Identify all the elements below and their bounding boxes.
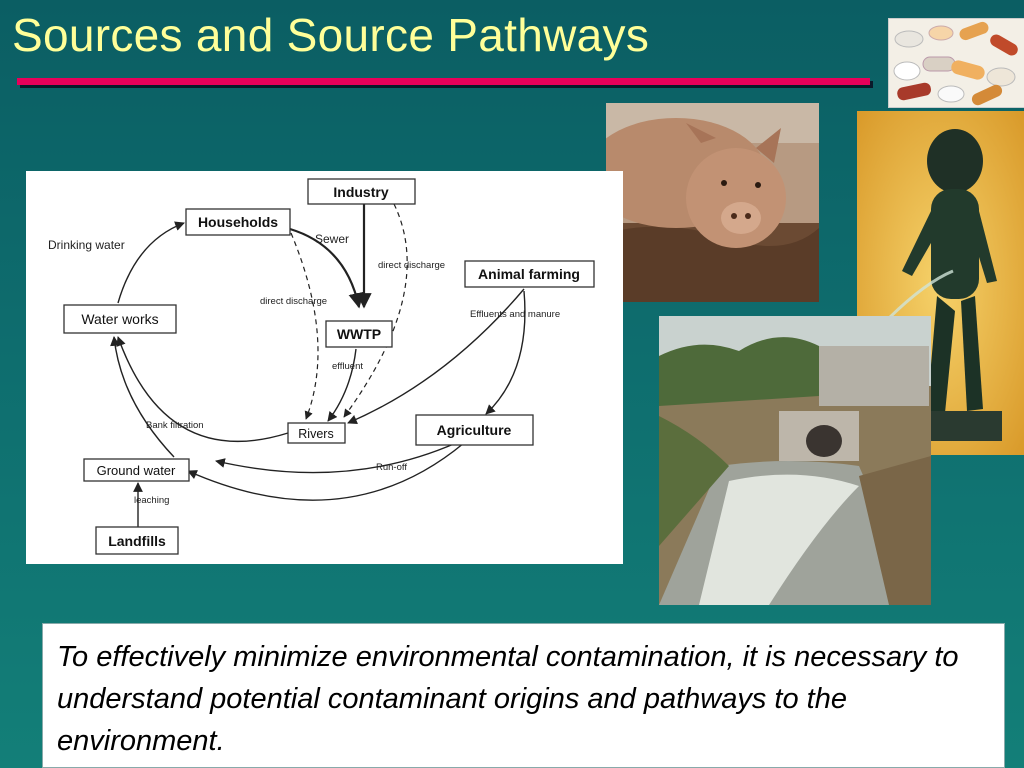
edge-households-direct: [290, 232, 319, 420]
edge-households-sewer: [289, 227, 364, 309]
node-agriculture-label: Agriculture: [437, 422, 512, 438]
label-drinking-water: Drinking water: [48, 238, 125, 252]
label-effluent: effluent: [332, 361, 363, 372]
node-agriculture: Agriculture: [415, 414, 534, 446]
node-water-works-label: Water works: [81, 311, 158, 327]
node-animal-farming: Animal farming: [464, 260, 595, 288]
outfall-photo: [659, 316, 931, 605]
title-underline: [17, 78, 870, 85]
edge-drinking-water: [117, 221, 185, 304]
edge-bank-filtration: [116, 336, 289, 442]
node-wwtp-label: WWTP: [337, 326, 381, 342]
label-sewer: Sewer: [315, 232, 349, 246]
node-rivers-label: Rivers: [298, 427, 333, 441]
pills-photo: [888, 18, 1024, 108]
node-water-works: Water works: [63, 304, 177, 334]
node-animal-farming-label: Animal farming: [478, 266, 580, 282]
node-rivers: Rivers: [287, 422, 346, 444]
node-ground-water-label: Ground water: [97, 463, 176, 478]
label-direct-discharge-industry: direct discharge: [378, 260, 445, 271]
node-ground-water: Ground water: [83, 458, 190, 482]
node-industry: Industry: [307, 178, 416, 205]
node-wwtp: WWTP: [325, 320, 393, 348]
label-direct-discharge-households: direct discharge: [260, 296, 327, 307]
statue-photo: [857, 111, 1024, 455]
label-bank-filtration: Bank filtration: [146, 420, 204, 431]
edge-industry-direct: [343, 203, 408, 418]
edge-run-off: [215, 442, 457, 474]
node-households: Households: [185, 208, 291, 236]
pig-photo: [606, 103, 819, 302]
edge-animal-rivers: [347, 288, 525, 425]
label-run-off: Run-off: [376, 462, 407, 473]
pathway-diagram: Drinking water Sewer direct discharge di…: [26, 171, 623, 564]
node-industry-label: Industry: [333, 184, 388, 200]
node-households-label: Households: [198, 214, 278, 230]
edge-groundwater-waterworks: [110, 336, 175, 458]
node-landfills-label: Landfills: [108, 533, 166, 549]
node-landfills: Landfills: [95, 526, 179, 555]
edge-agriculture-groundwater: [187, 442, 465, 501]
label-effluents-manure: Effluents and manure: [470, 309, 560, 320]
edge-animal-agriculture: [485, 290, 526, 415]
edge-wwtp-effluent: [327, 348, 357, 422]
slide-title: Sources and Source Pathways: [12, 9, 650, 61]
label-leaching: leaching: [134, 495, 169, 506]
caption-box: To effectively minimize environmental co…: [42, 623, 1005, 768]
